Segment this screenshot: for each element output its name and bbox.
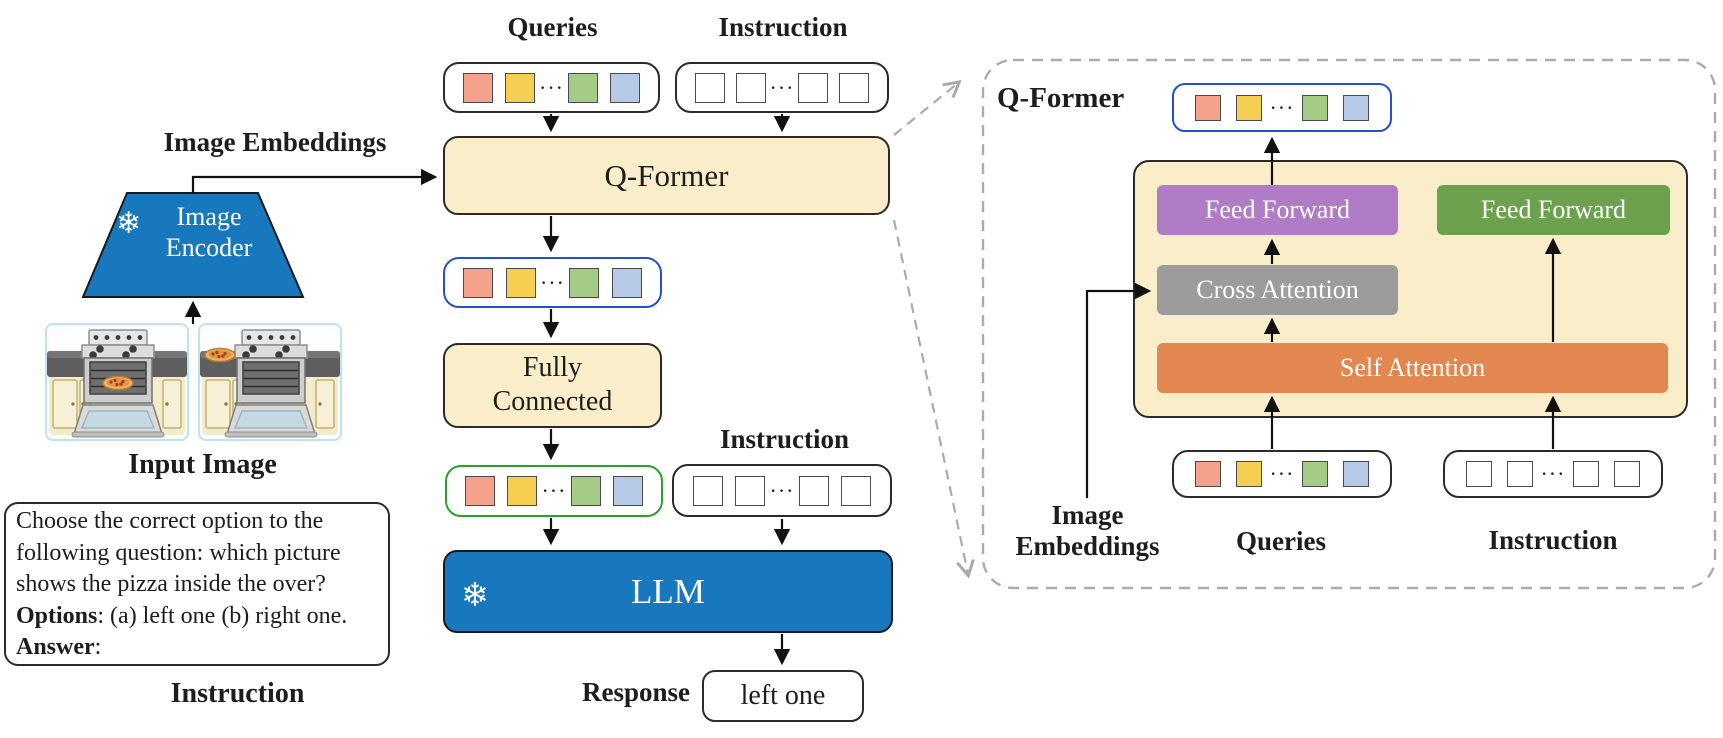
query-output-token — [1236, 94, 1263, 121]
queries-tokens-box: ··· — [443, 62, 660, 113]
projected-token — [612, 476, 643, 506]
qformer-box: Q-Former — [443, 136, 890, 215]
projected-token — [507, 476, 538, 506]
self-attention-box: Self Attention — [1157, 343, 1668, 393]
instruction-token — [1613, 461, 1640, 487]
instruction-textbox: Choose the correct option to the followi… — [4, 502, 390, 666]
image-encoder-label: Image Encoder — [165, 202, 253, 262]
image-embeddings-label: Image Embeddings — [163, 127, 387, 157]
ellipsis-dots: ··· — [1540, 461, 1566, 486]
query-output-token — [505, 267, 536, 298]
ellipsis-dots: ··· — [541, 478, 567, 503]
query-token — [1236, 461, 1263, 487]
ellipsis-dots: ··· — [539, 74, 564, 100]
feed-forward-right-box: Feed Forward — [1437, 185, 1670, 235]
instruction-token — [1507, 461, 1534, 487]
ellipsis-dots: ··· — [769, 477, 795, 503]
fully-connected-label: Fully Connected — [492, 352, 613, 417]
query-output-token — [569, 267, 600, 298]
ellipsis-dots: ··· — [1269, 461, 1295, 486]
query-token — [463, 72, 493, 103]
instruction-token — [798, 475, 829, 506]
instruction-tokens-box-top: ··· — [675, 62, 889, 113]
ellipsis-dots: ··· — [769, 74, 795, 100]
llm-box: ❄ LLM — [443, 550, 893, 633]
query-token — [567, 72, 598, 103]
prompt-line: shows the pizza inside the over? — [16, 571, 326, 598]
instruction-token — [692, 475, 723, 506]
instruction-label-mid: Instruction — [719, 424, 849, 454]
panel-instruction-tokens-box: ··· — [1443, 450, 1663, 498]
prompt-line: Answer: — [16, 634, 102, 661]
prompt-line: Choose the correct option to the — [16, 508, 324, 534]
panel-instruction-label: Instruction — [1488, 525, 1618, 555]
projected-tokens-box: ··· — [445, 465, 663, 517]
input-image-label: Input Image — [128, 449, 277, 480]
input-image-right-oven-pizza-on-counter — [198, 323, 342, 446]
snowflake-frozen-icon: ❄ — [461, 575, 489, 614]
response-label: Response — [581, 677, 690, 707]
input-image-left-oven-pizza-inside — [45, 323, 189, 446]
fully-connected-box: Fully Connected — [443, 343, 662, 428]
query-output-tokens-box: ··· — [443, 257, 662, 308]
query-output-token — [1195, 94, 1222, 121]
qformer-panel-title: Q-Former — [997, 82, 1125, 114]
instruction-tokens-box-mid: ··· — [672, 464, 892, 517]
response-value-box: left one — [702, 670, 864, 722]
prompt-line: following question: which picture — [16, 539, 341, 566]
instruction-token — [735, 475, 765, 506]
instruction-token — [1572, 461, 1599, 487]
instruction-token — [839, 72, 870, 103]
query-token — [1195, 461, 1222, 487]
ellipsis-dots: ··· — [1269, 94, 1295, 120]
instruction-token — [797, 72, 828, 103]
instruction-token — [736, 72, 766, 103]
panel-query-output-tokens-box: ··· — [1172, 83, 1392, 132]
panel-queries-label: Queries — [1236, 526, 1326, 556]
queries-label-top: Queries — [507, 12, 598, 42]
instruction-token — [841, 475, 872, 506]
snowflake-frozen-icon: ❄ — [116, 206, 142, 241]
query-output-token — [611, 267, 642, 298]
cross-attention-box: Cross Attention — [1157, 265, 1398, 315]
projected-token — [465, 476, 496, 506]
panel-image-embeddings-label: Image Embeddings — [1015, 500, 1160, 561]
query-token — [1301, 461, 1328, 487]
instruction-label-top: Instruction — [718, 12, 848, 42]
ellipsis-dots: ··· — [539, 269, 565, 295]
instruction-label-left: Instruction — [170, 678, 305, 709]
query-output-token — [1342, 94, 1369, 121]
llm-label: LLM — [631, 572, 705, 611]
query-token — [609, 72, 640, 103]
prompt-line: Options: (a) left one (b) right one. — [16, 602, 348, 629]
query-output-token — [1301, 94, 1328, 121]
projected-token — [570, 476, 601, 506]
query-token — [505, 72, 535, 103]
query-output-token — [463, 267, 494, 298]
panel-queries-tokens-box: ··· — [1172, 450, 1392, 498]
instruction-token — [1466, 461, 1493, 487]
feed-forward-left-box: Feed Forward — [1157, 185, 1398, 235]
instruction-token — [694, 72, 725, 103]
query-token — [1342, 461, 1369, 487]
